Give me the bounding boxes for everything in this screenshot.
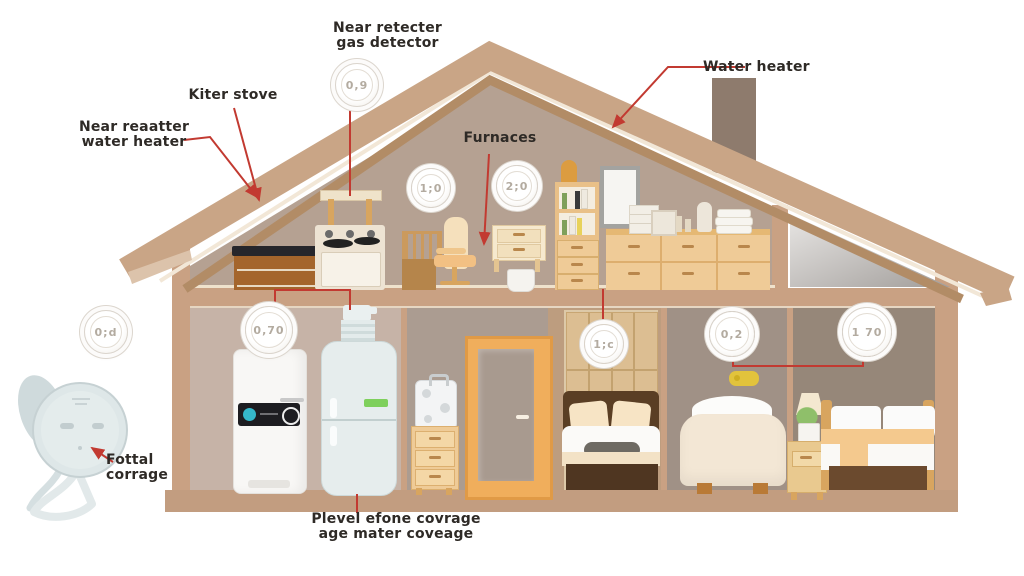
bookshelf — [555, 182, 599, 290]
drawer-leg — [416, 488, 422, 495]
wood-bench-base — [402, 259, 436, 290]
ottoman-leg — [753, 483, 768, 494]
kitchen-counter-top — [232, 246, 320, 256]
gas-detector-attic-left: 1;0 — [411, 168, 451, 208]
label-total-coverage: Fottal corrage — [106, 452, 169, 483]
ottoman-leg — [697, 483, 712, 494]
fridge-green-label — [364, 399, 388, 407]
pointer-furnaces — [478, 153, 491, 246]
device-slot-right — [92, 423, 104, 429]
gas-detector-utility: 0,70 — [245, 306, 293, 354]
floor-trim — [186, 285, 775, 288]
gas-detector-bedroom1: 1;c — [584, 324, 624, 364]
side-table-leg — [535, 259, 540, 272]
device-stand — [30, 468, 96, 521]
candle — [676, 216, 682, 232]
toy — [729, 371, 759, 386]
candle — [685, 219, 691, 232]
side-table — [492, 225, 546, 261]
gas-detector-attic-right: 2;0 — [496, 165, 538, 207]
dresser-top — [606, 229, 770, 235]
room-divider — [787, 306, 793, 490]
left-wall — [172, 240, 190, 512]
room-divider — [401, 306, 407, 490]
door — [465, 336, 553, 500]
gas-detector-outside: 0;d — [84, 310, 128, 354]
attic-partition-wall — [772, 205, 788, 289]
side-table-leg — [494, 259, 499, 272]
label-water-heater: Water heater — [703, 59, 810, 75]
chair-arm — [436, 248, 466, 254]
gas-detector-bedroom2: 1 70 — [842, 307, 892, 357]
bed1-base — [566, 464, 658, 490]
floor-band — [172, 288, 958, 306]
label-furnaces: Furnaces — [463, 130, 537, 146]
device-print — [75, 403, 87, 405]
roof — [119, 40, 1015, 302]
gas-detector-peak: 0,9 — [335, 63, 379, 107]
pointer-bedroom-link — [732, 355, 864, 367]
device-print — [72, 398, 90, 400]
label-level-coverage: Plevel efone covrage age mater coveage — [311, 511, 481, 542]
device-slot-left — [60, 423, 74, 429]
pointer-water-heater-right — [611, 66, 745, 129]
stove — [315, 225, 385, 290]
right-wall — [935, 252, 958, 512]
vase — [561, 160, 577, 183]
stove-hood-post — [366, 199, 372, 227]
boiler — [233, 349, 307, 494]
left-eave-underside — [128, 250, 192, 284]
room-top-trim — [190, 306, 935, 308]
label-near-water-heater: Near reaatter water heater — [78, 119, 190, 150]
vase — [697, 202, 712, 232]
fridge-body — [321, 341, 397, 496]
device-rear-leg — [26, 466, 64, 512]
label-kitchen-stove: Kiter stove — [188, 87, 278, 103]
drawer-leg — [446, 488, 452, 495]
roof-inner-band — [182, 74, 964, 304]
bed2-base — [829, 466, 927, 490]
room-divider — [661, 306, 667, 490]
chair-seat — [434, 255, 476, 267]
plant-leaves — [794, 405, 820, 425]
chair-base — [440, 281, 470, 285]
portable-detector-device — [18, 375, 128, 521]
kitchen-counter-drawers — [234, 256, 318, 290]
pointer-total-coverage — [90, 446, 114, 463]
device-led — [78, 446, 82, 450]
door-handle — [516, 415, 529, 419]
roof-cream-line — [158, 69, 986, 299]
bed1-blanket — [562, 452, 660, 466]
label-near-gas-detector: Near retecter gas detector — [332, 20, 442, 51]
gas-detector-playroom: 0,2 — [709, 311, 755, 357]
bucket — [507, 269, 535, 292]
bed2-blanket — [821, 429, 934, 447]
fridge-pump-spout — [367, 307, 377, 314]
pointer-kitchen-stove — [233, 107, 262, 202]
pointer-water-heater-left — [183, 135, 259, 199]
towel-stack — [715, 209, 753, 234]
stove-hood-post — [328, 199, 334, 227]
hall-drawers — [411, 426, 459, 490]
right-eave-tab — [980, 286, 1012, 306]
dresser — [606, 235, 770, 290]
ottoman-bed — [680, 414, 786, 486]
fridge-neck — [341, 320, 375, 343]
chair-pole — [452, 267, 457, 281]
pointer-utility-connector — [274, 289, 351, 310]
attic-void — [790, 214, 950, 287]
bed2-duvet — [821, 444, 934, 470]
